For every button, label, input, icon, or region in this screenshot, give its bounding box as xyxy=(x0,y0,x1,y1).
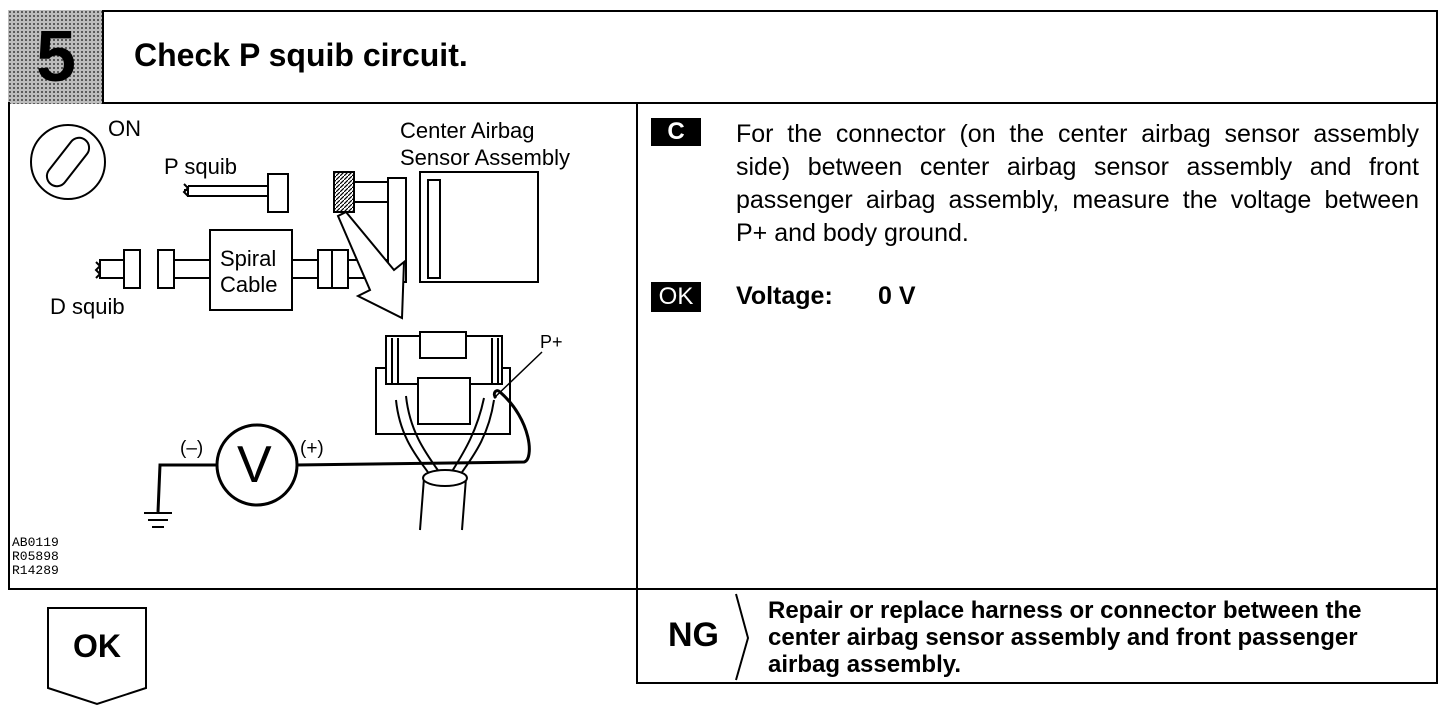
ok-result-label: OK xyxy=(73,628,121,664)
ok-arrow-icon xyxy=(47,607,147,706)
step-number-box xyxy=(8,10,104,104)
figure-code: R05898 xyxy=(12,549,59,564)
procedure-panel xyxy=(636,102,1438,590)
spiral-cable-icon xyxy=(209,229,293,311)
voltmeter-leads xyxy=(156,389,531,513)
spec-label: Voltage: xyxy=(736,282,833,310)
ng-label: NG xyxy=(668,616,719,654)
ng-action-text: Repair or replace harness or connector b… xyxy=(768,597,1362,678)
ground-icon xyxy=(144,512,172,528)
p-squib-label: P squib xyxy=(164,154,237,179)
center-airbag-sensor-icon xyxy=(419,171,539,283)
figure-code: AB0119 xyxy=(12,535,59,550)
voltmeter-symbol: V xyxy=(237,436,272,494)
figure-codes: AB0119 R05898 R14289 xyxy=(12,536,59,578)
spec-value: 0 V xyxy=(878,282,916,310)
ignition-state-label: ON xyxy=(108,116,141,141)
voltmeter-icon xyxy=(215,423,299,507)
condition-badge: C xyxy=(651,118,701,146)
d-squib-label: D squib xyxy=(50,294,125,319)
ng-result-box xyxy=(636,588,1438,684)
d-squib-connector-icon xyxy=(94,249,211,289)
negative-lead-label: (–) xyxy=(180,438,204,459)
harness-icon xyxy=(395,395,495,531)
figure-code: R14289 xyxy=(12,563,59,578)
spiral-cable-label-1: Spiral xyxy=(220,246,277,271)
step-title: Check P squib circuit. xyxy=(134,37,468,73)
p-squib-connector-icon xyxy=(182,173,289,213)
positive-lead-label: (+) xyxy=(300,438,324,459)
terminal-leader-line xyxy=(493,351,543,399)
ignition-key-icon xyxy=(30,124,106,200)
connector-closeup-icon xyxy=(375,331,511,435)
spiral-cable-label-2: Cable xyxy=(220,272,278,297)
step-number: 5 xyxy=(35,17,77,97)
ok-badge: OK xyxy=(651,282,701,312)
center-sensor-label-1: Center Airbag xyxy=(400,118,535,143)
zoom-arrow-icon xyxy=(336,210,406,320)
terminal-label: P+ xyxy=(540,332,563,352)
ng-divider-icon xyxy=(735,593,750,681)
center-sensor-label-2: Sensor Assembly xyxy=(400,145,570,170)
instruction-text: For the connector (on the center airbag … xyxy=(736,120,1419,247)
